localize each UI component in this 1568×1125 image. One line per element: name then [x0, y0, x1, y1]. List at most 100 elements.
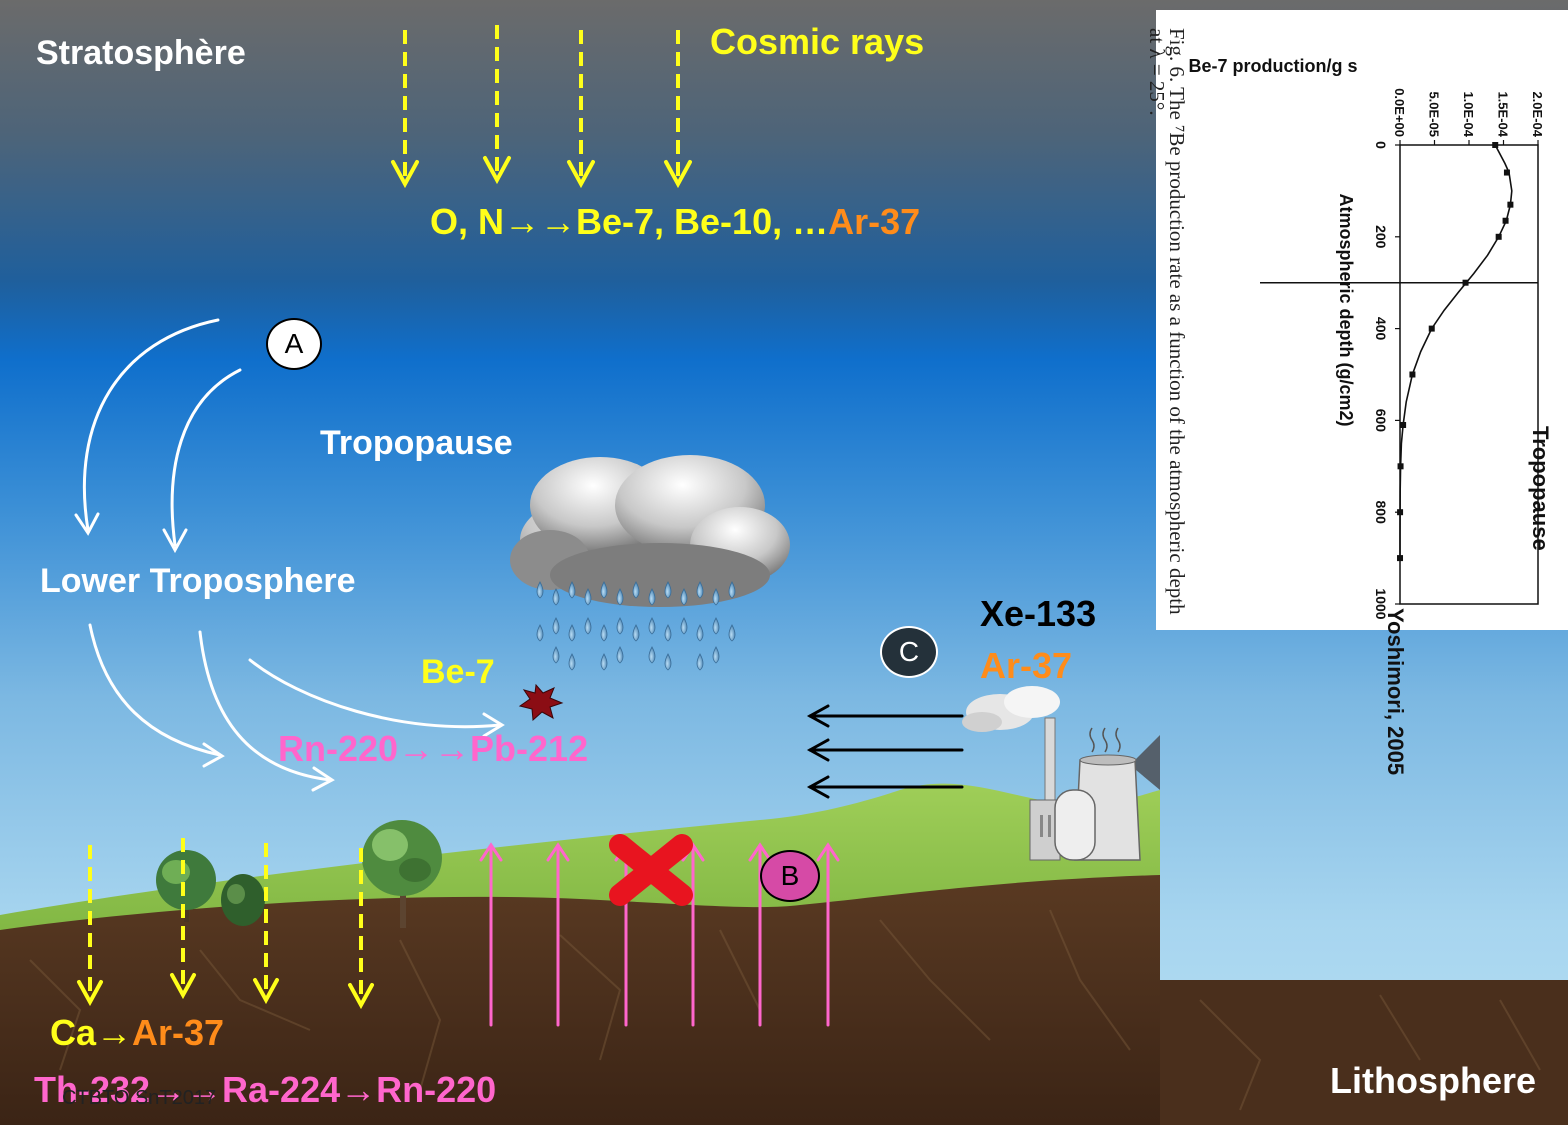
- inset-data-point: [1400, 421, 1407, 428]
- inset-data-point: [1503, 169, 1510, 176]
- inset-x-tick-label: 0: [1373, 141, 1389, 149]
- inset-data-point: [1397, 509, 1404, 516]
- inset-data-point: [1507, 201, 1514, 208]
- raindrop: [680, 588, 688, 606]
- inset-x-tick-label: 800: [1373, 501, 1389, 525]
- raindrop: [664, 624, 672, 642]
- ar37-emission-label: Ar-37: [980, 645, 1073, 686]
- inset-tropopause-label: Tropopause: [1528, 426, 1553, 551]
- ca-suffix: Ar-37: [132, 1012, 225, 1053]
- tropopause-label: Tropopause: [320, 424, 513, 462]
- be7-production-inset: Fig. 6. The ⁷Be production rate as a fun…: [1145, 10, 1568, 775]
- inset-caption-line1: Fig. 6. The ⁷Be production rate as a fun…: [1165, 28, 1189, 615]
- raindrop: [568, 653, 576, 671]
- marker-b: B: [760, 850, 820, 902]
- tree-group: [156, 820, 442, 928]
- raindrops: [536, 581, 736, 671]
- raindrop: [584, 588, 592, 606]
- raindrop: [632, 624, 640, 642]
- raindrop: [728, 581, 736, 599]
- inset-y-tick-label: 1.5E-04: [1496, 91, 1511, 137]
- raindrop: [664, 653, 672, 671]
- raindrop: [728, 624, 736, 642]
- xe133-label: Xe-133: [980, 593, 1097, 634]
- inset-y-tick-label: 2.0E-04: [1530, 91, 1545, 137]
- rn-pb-label: Rn-220→→Pb-212: [278, 728, 589, 769]
- raindrop: [616, 646, 624, 664]
- inset-xlabel: Atmospheric depth (g/cm2): [1336, 193, 1356, 426]
- raindrop: [552, 646, 560, 664]
- be7-label: Be-7: [421, 653, 495, 691]
- raindrop: [696, 581, 704, 599]
- mixing-arrow: [198, 630, 332, 782]
- inset-plot-frame: [1399, 144, 1539, 605]
- cosmogenic-reaction-prefix: O, N→→Be-7, Be-10, …: [430, 201, 829, 242]
- raindrop: [696, 653, 704, 671]
- mixing-arrow: [248, 658, 502, 729]
- marker-b-letter: B: [780, 860, 800, 891]
- stratosphere-label: Stratosphère: [36, 34, 246, 72]
- raindrop: [616, 588, 624, 606]
- raindrop: [552, 617, 560, 635]
- raindrop: [616, 617, 624, 635]
- marker-c-letter: C: [898, 636, 920, 667]
- inset-author-label: Yoshimori, 2005: [1383, 608, 1408, 775]
- marker-a-letter: A: [284, 328, 304, 359]
- inset-x-tick-label: 1000: [1373, 588, 1389, 619]
- raindrop: [712, 646, 720, 664]
- inset-plot-area: 0 200 400 600 800 1000 0.0E+00 5.0E-05 1.0E-04 1.…: [1260, 88, 1545, 620]
- inset-data-point: [1428, 325, 1435, 332]
- raindrop: [648, 588, 656, 606]
- inset-data-point: [1495, 233, 1502, 240]
- inset-x-tick-label: 600: [1373, 409, 1389, 433]
- inset-data-point: [1502, 217, 1509, 224]
- raindrop: [664, 581, 672, 599]
- raindrop: [600, 653, 608, 671]
- inset-data-point: [1397, 555, 1404, 562]
- inset-x-tick-label: 400: [1373, 317, 1389, 341]
- inset-production-curve: [1399, 144, 1513, 559]
- raindrop: [712, 617, 720, 635]
- inset-caption-line2: at λ = 25°.: [1145, 28, 1169, 116]
- raindrop: [648, 646, 656, 664]
- mixing-arrow: [170, 368, 242, 547]
- mixing-arrow: [82, 318, 220, 532]
- inset-data-point: [1409, 371, 1416, 378]
- cosmogenic-reaction-suffix: Ar-37: [828, 201, 921, 242]
- inset-ylabel: Be-7 production/g s: [1188, 56, 1357, 76]
- raindrop: [568, 624, 576, 642]
- lower-troposphere-label: Lower Troposphere: [40, 562, 356, 600]
- raindrop: [536, 624, 544, 642]
- raindrop: [584, 617, 592, 635]
- inset-y-tick-label: 0.0E+00: [1392, 88, 1407, 137]
- cosmogenic-reaction-label: O, N→→Be-7, Be-10, …Ar-37: [430, 204, 920, 240]
- particle-burst-icon: [518, 683, 564, 722]
- ca-prefix: Ca→: [50, 1012, 133, 1053]
- blocked-cross-icon: [609, 834, 693, 906]
- raindrop: [680, 617, 688, 635]
- raindrop: [568, 581, 576, 599]
- raindrop: [712, 588, 720, 606]
- raindrop: [600, 624, 608, 642]
- cosmic-rays-label: Cosmic rays: [710, 21, 925, 62]
- watermark: CTBTO SnT2017: [62, 1087, 217, 1109]
- ca-ar-label: Ca→Ar-37: [50, 1015, 224, 1051]
- raindrop: [536, 581, 544, 599]
- mixing-arrow: [88, 623, 222, 757]
- inset-x-tick-label: 200: [1373, 225, 1389, 249]
- raindrop: [600, 581, 608, 599]
- lithosphere-label: Lithosphere: [1330, 1060, 1537, 1101]
- marker-a: A: [266, 318, 322, 370]
- raindrop: [648, 617, 656, 635]
- inset-data-point: [1462, 279, 1469, 286]
- inset-y-tick-label: 5.0E-05: [1427, 91, 1442, 137]
- power-plant-illustration: [962, 686, 1141, 861]
- inset-data-point: [1397, 463, 1404, 470]
- raindrop: [552, 588, 560, 606]
- inset-y-tick-label: 1.0E-04: [1461, 91, 1476, 137]
- thorium-chain-label: Th-232→→Ra-224→Rn-220: [34, 1069, 497, 1110]
- raindrop: [632, 581, 640, 599]
- marker-c: C: [880, 626, 938, 678]
